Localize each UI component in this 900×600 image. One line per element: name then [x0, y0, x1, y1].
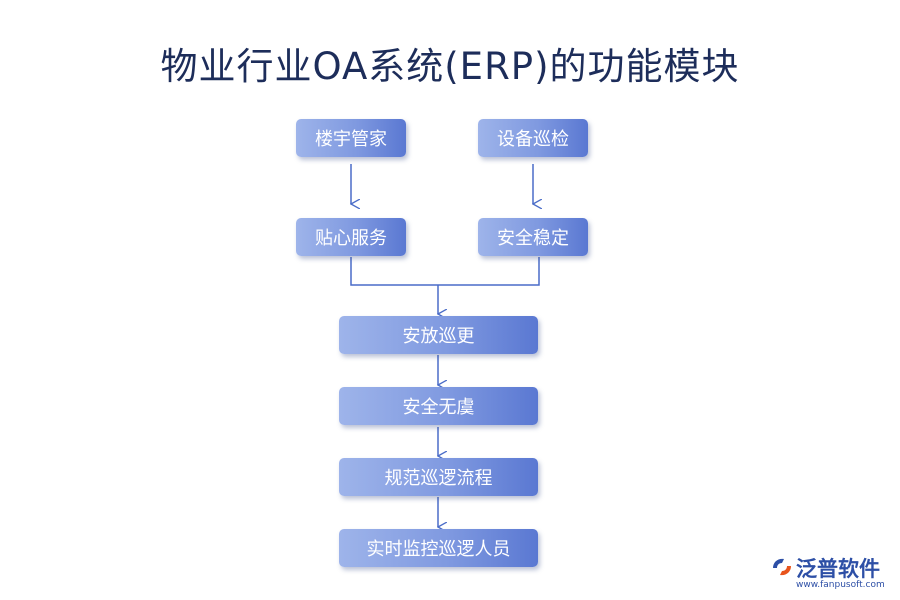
node-caring-service: 贴心服务	[296, 218, 406, 256]
node-realtime-monitor-patrol: 实时监控巡逻人员	[339, 529, 538, 567]
brand-name: 泛普软件	[796, 557, 880, 581]
brand-url: www.fanpusoft.com	[796, 580, 885, 590]
merge-connector	[350, 257, 540, 286]
node-building-manager: 楼宇管家	[296, 119, 406, 157]
node-standard-patrol-process: 规范巡逻流程	[339, 458, 538, 496]
node-security-patrol: 安放巡更	[339, 316, 538, 354]
brand-logo: 泛普软件 www.fanpusoft.com	[770, 553, 895, 593]
node-safe-stable: 安全稳定	[478, 218, 588, 256]
page-title: 物业行业OA系统(ERP)的功能模块	[160, 45, 740, 88]
node-equipment-patrol: 设备巡检	[478, 119, 588, 157]
node-safe-worry-free: 安全无虞	[339, 387, 538, 425]
brand-logo-icon	[773, 558, 791, 576]
